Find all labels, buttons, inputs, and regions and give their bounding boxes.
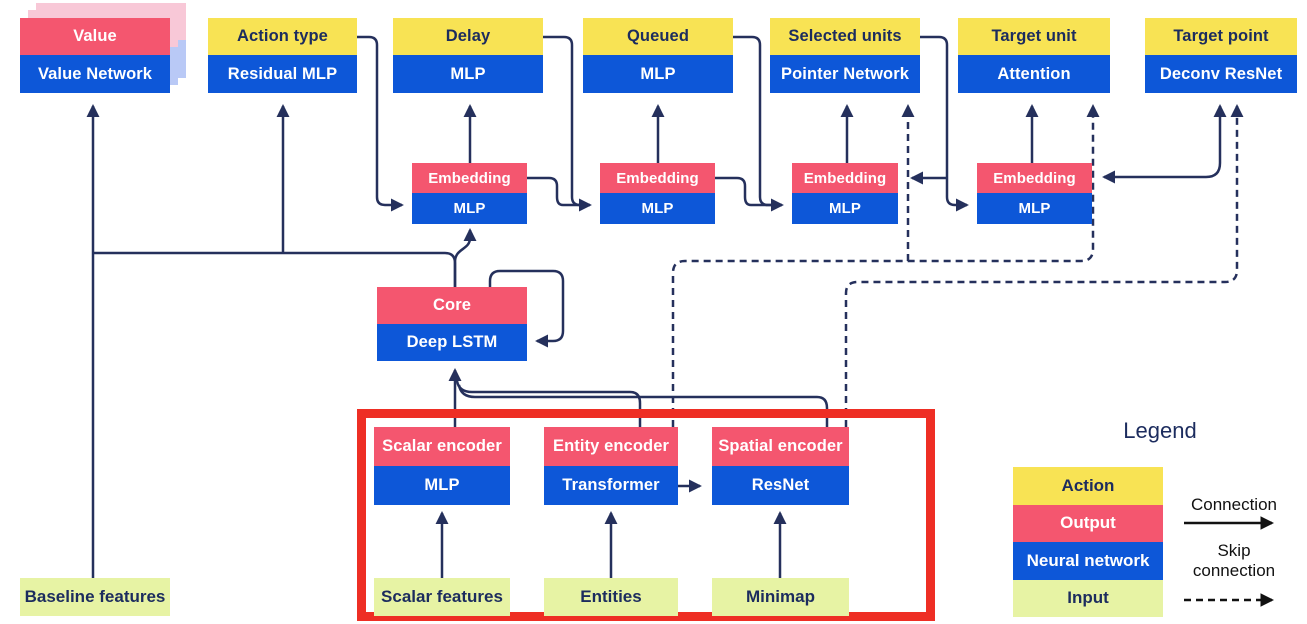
spatial-encoder: Spatial encoder ResNet	[712, 427, 849, 505]
head-queued: Queued MLP	[583, 18, 733, 93]
legend-output: Output	[1013, 504, 1163, 542]
entity-encoder-label: Entity encoder	[544, 427, 678, 466]
head-target-point-label: Target point	[1145, 18, 1297, 55]
head-action-type-network: Residual MLP	[208, 55, 357, 93]
head-selected-units-network: Pointer Network	[770, 55, 920, 93]
wire-skip-entity-to-attention	[671, 104, 1100, 427]
embedding-2-network: MLP	[600, 193, 715, 224]
embedding-4: Embedding MLP	[977, 163, 1092, 224]
head-delay: Delay MLP	[393, 18, 543, 93]
embedding-3: Embedding MLP	[792, 163, 898, 224]
wire-skip-spatial-to-deconv	[844, 104, 1244, 427]
legend-skip-connection-label: Skip connection	[1192, 541, 1276, 580]
head-target-point-network: Deconv ResNet	[1145, 55, 1297, 93]
spatial-encoder-label: Spatial encoder	[712, 427, 849, 466]
legend-input: Input	[1013, 579, 1163, 617]
legend-action: Action	[1013, 467, 1163, 505]
wire-embedding1-to-embedding2	[527, 176, 584, 207]
wire-core-trunk	[93, 251, 457, 287]
head-queued-label: Queued	[583, 18, 733, 55]
wire-embedding4-targetpoint	[1102, 104, 1227, 184]
head-action-type: Action type Residual MLP	[208, 18, 357, 93]
embedding-2-label: Embedding	[600, 163, 715, 193]
head-delay-network: MLP	[393, 55, 543, 93]
input-scalar-features: Scalar features	[374, 578, 510, 616]
head-target-unit-network: Attention	[958, 55, 1110, 93]
embedding-3-label: Embedding	[792, 163, 898, 193]
head-target-unit-label: Target unit	[958, 18, 1110, 55]
embedding-2: Embedding MLP	[600, 163, 715, 224]
scalar-encoder-label: Scalar encoder	[374, 427, 510, 466]
legend-neural-network: Neural network	[1013, 542, 1163, 580]
embedding-1-label: Embedding	[412, 163, 527, 193]
head-selected-units: Selected units Pointer Network	[770, 18, 920, 93]
legend-title: Legend	[1123, 418, 1197, 443]
entity-encoder-network: Transformer	[544, 466, 678, 505]
embedding-1-network: MLP	[412, 193, 527, 224]
embedding-4-network: MLP	[977, 193, 1092, 224]
spatial-encoder-network: ResNet	[712, 466, 849, 505]
head-queued-network: MLP	[583, 55, 733, 93]
head-value-label: Value	[20, 18, 170, 55]
head-value-network: Value Network	[20, 55, 170, 93]
input-minimap: Minimap	[712, 578, 849, 616]
encoders-highlight-frame	[357, 409, 935, 621]
embedding-1: Embedding MLP	[412, 163, 527, 224]
scalar-encoder: Scalar encoder MLP	[374, 427, 510, 505]
head-target-point: Target point Deconv ResNet	[1145, 18, 1297, 93]
legend-swatches: Action Output Neural network Input	[1013, 467, 1163, 617]
wire-core-to-embedding1	[453, 228, 477, 287]
entity-encoder: Entity encoder Transformer	[544, 427, 678, 505]
embedding-4-label: Embedding	[977, 163, 1092, 193]
embedding-3-network: MLP	[792, 193, 898, 224]
input-baseline-features: Baseline features	[20, 578, 170, 616]
input-entities: Entities	[544, 578, 678, 616]
core-network: Deep LSTM	[377, 324, 527, 361]
head-target-unit: Target unit Attention	[958, 18, 1110, 93]
core: Core Deep LSTM	[377, 287, 527, 361]
wire-embedding2-to-embedding3	[715, 176, 772, 207]
head-delay-label: Delay	[393, 18, 543, 55]
head-action-type-label: Action type	[208, 18, 357, 55]
head-value: Value Value Network	[20, 18, 170, 93]
legend-connection-label: Connection	[1190, 495, 1277, 514]
scalar-encoder-network: MLP	[374, 466, 510, 505]
head-selected-units-label: Selected units	[770, 18, 920, 55]
core-label: Core	[377, 287, 527, 324]
